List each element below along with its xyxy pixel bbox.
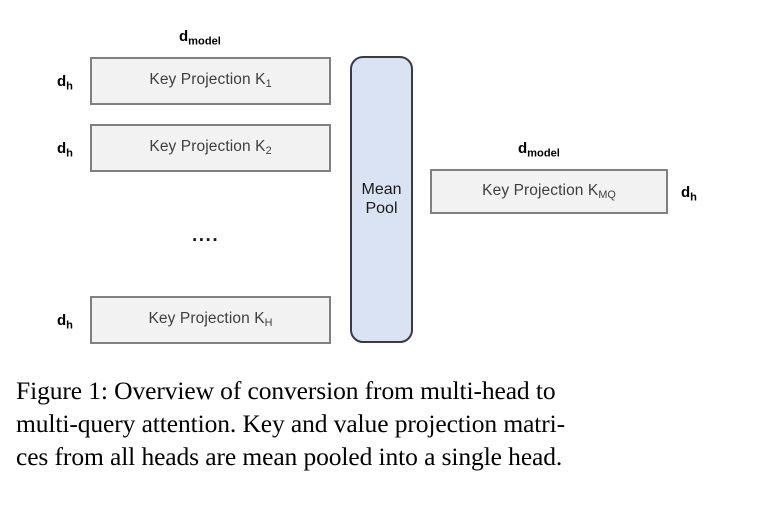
ellipsis-indicator: .... (192, 225, 220, 246)
kmq-label-sub: MQ (598, 189, 616, 202)
key-projection-box-k2-label: Key Projection K2 (149, 138, 271, 157)
kmq-label-base: Key Projection K (482, 181, 599, 199)
k2-label-sub: 2 (265, 145, 272, 158)
mean-pool-label-line1: Mean (361, 180, 402, 198)
left-dmodel-label-base: d (179, 28, 189, 45)
k1-label-base: Key Projection K (149, 71, 266, 89)
dh-label-head-1-sub: h (66, 80, 73, 93)
figure-diagram: dmodel dh Key Projection K1 dh Key Proje… (57, 28, 697, 344)
figure-caption-line-2: multi-query attention. Key and value pro… (16, 409, 566, 438)
output-dmodel-label: dmodel (518, 140, 560, 159)
dh-label-head-2-sub: h (66, 147, 73, 160)
output-dh-label-base: d (681, 184, 691, 201)
figure-caption-line-1: Figure 1: Overview of conversion from mu… (16, 376, 556, 405)
figure-caption-line-3: ces from all heads are mean pooled into … (16, 442, 563, 471)
k2-label-base: Key Projection K (149, 138, 266, 156)
k1-label-sub: 1 (265, 78, 272, 91)
output-dmodel-label-base: d (518, 140, 528, 157)
key-projection-box-k2[interactable]: Key Projection K2 (90, 124, 331, 172)
dh-label-head-2-base: d (57, 140, 67, 157)
dh-label-head-2: dh (57, 140, 73, 159)
dh-label-head-h: dh (57, 312, 73, 331)
dh-label-head-1-base: d (57, 73, 67, 90)
mean-pool-box[interactable]: Mean Pool (350, 56, 413, 343)
dh-label-head-h-base: d (57, 312, 67, 329)
key-projection-box-kh[interactable]: Key Projection KH (90, 296, 331, 344)
key-projection-box-kmq-label: Key Projection KMQ (482, 182, 616, 201)
mean-pool-label-line2: Pool (365, 199, 398, 217)
kh-label-sub: H (264, 317, 273, 330)
key-projection-box-kmq[interactable]: Key Projection KMQ (430, 169, 668, 214)
left-dmodel-label-sub: model (188, 35, 221, 48)
output-dh-label-sub: h (690, 191, 697, 204)
key-projection-box-kh-label: Key Projection KH (148, 310, 272, 329)
dh-label-head-1: dh (57, 73, 73, 92)
key-projection-box-k1[interactable]: Key Projection K1 (90, 57, 331, 105)
dh-label-head-h-sub: h (66, 319, 73, 332)
key-projection-box-k1-label: Key Projection K1 (149, 71, 271, 90)
left-dmodel-label: dmodel (179, 28, 221, 47)
output-dh-label: dh (681, 184, 697, 203)
kh-label-base: Key Projection K (148, 310, 265, 328)
figure-caption: Figure 1: Overview of conversion from mu… (16, 374, 751, 473)
output-dmodel-label-sub: model (527, 147, 560, 160)
